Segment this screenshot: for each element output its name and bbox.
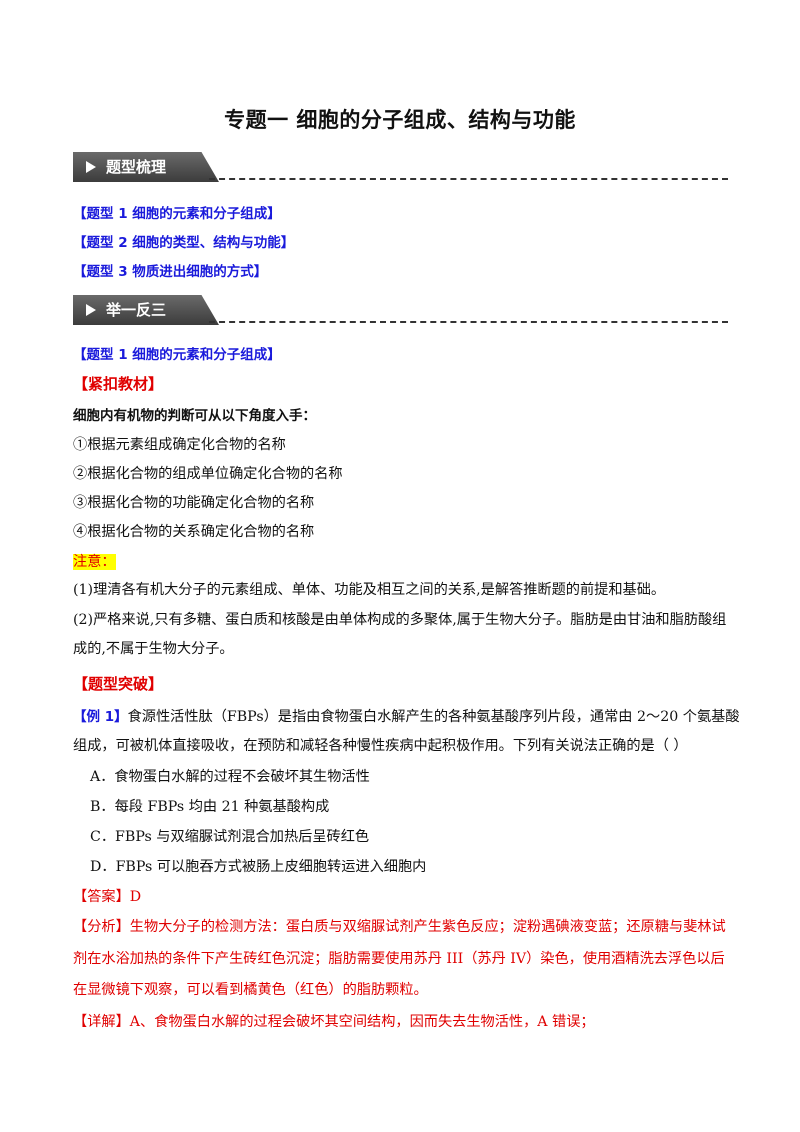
section-header-question-types: 题型梳理 bbox=[73, 152, 728, 182]
option-b: B．每段 FBPs 均由 21 种氨基酸构成 bbox=[90, 799, 330, 815]
example-text: 食源性活性肽（FBPs）是指由食物蛋白水解产生的各种氨基酸序列片段，通常由 2～… bbox=[127, 709, 740, 725]
detail-label: 【详解】 bbox=[73, 1014, 130, 1030]
detail-row: 【详解】A、食物蛋白水解的过程会破坏其空间结构，因而失去生物活性，A 错误； bbox=[73, 1012, 595, 1032]
option-a: A．食物蛋白水解的过程不会破坏其生物活性 bbox=[90, 769, 370, 785]
example-line-1: 【例 1】食源性活性肽（FBPs）是指由食物蛋白水解产生的各种氨基酸序列片段，通… bbox=[73, 707, 740, 727]
point-2: ②根据化合物的组成单位确定化合物的名称 bbox=[73, 466, 343, 482]
note-1: (1)理清各有机大分子的元素组成、单体、功能及相互之间的关系,是解答推断题的前提… bbox=[73, 582, 666, 598]
analysis-line-1: 【分析】生物大分子的检测方法：蛋白质与双缩脲试剂产生紫色反应；淀粉遇碘液变蓝；还… bbox=[73, 917, 726, 937]
part-heading: 【题型 1 细胞的元素和分子组成】 bbox=[73, 347, 281, 363]
toc-item-1[interactable]: 【题型 1 细胞的元素和分子组成】 bbox=[73, 206, 281, 222]
note-2: (2)严格来说,只有多糖、蛋白质和核酸是由单体构成的多聚体,属于生物大分子。脂肪… bbox=[73, 612, 727, 628]
note-label: 注意： bbox=[73, 554, 116, 570]
toc-item-3[interactable]: 【题型 3 物质进出细胞的方式】 bbox=[73, 264, 268, 280]
dash-divider bbox=[209, 178, 728, 180]
detail-text: A、食物蛋白水解的过程会破坏其空间结构，因而失去生物活性，A 错误； bbox=[129, 1014, 595, 1030]
point-4: ④根据化合物的关系确定化合物的名称 bbox=[73, 524, 315, 540]
example-label: 【例 1】 bbox=[73, 709, 128, 725]
section-label: 举一反三 bbox=[106, 301, 167, 319]
breakthrough-label: 【题型突破】 bbox=[73, 675, 164, 693]
section-tab: 题型梳理 bbox=[73, 152, 219, 182]
page-title: 专题一 细胞的分子组成、结构与功能 bbox=[224, 108, 576, 132]
note-label-row: 注意： bbox=[73, 552, 116, 572]
answer-value: D bbox=[129, 889, 142, 905]
example-line-2: 组成，可被机体直接吸收，在预防和减轻各种慢性疾病中起积极作用。下列有关说法正确的… bbox=[73, 738, 688, 754]
analysis-text: 生物大分子的检测方法：蛋白质与双缩脲试剂产生紫色反应；淀粉遇碘液变蓝；还原糖与斐… bbox=[129, 919, 726, 935]
analysis-label: 【分析】 bbox=[73, 919, 130, 935]
option-d: D．FBPs 可以胞吞方式被肠上皮细胞转运进入细胞内 bbox=[90, 859, 427, 875]
play-triangle-icon bbox=[86, 304, 96, 316]
answer-label: 【答案】 bbox=[73, 889, 130, 905]
section-tab: 举一反三 bbox=[73, 295, 219, 325]
play-triangle-icon bbox=[86, 161, 96, 173]
section-header-examples: 举一反三 bbox=[73, 295, 728, 325]
analysis-line-2: 剂在水浴加热的条件下产生砖红色沉淀；脂肪需要使用苏丹 III（苏丹 IV）染色，… bbox=[73, 951, 725, 967]
analysis-line-3: 在显微镜下观察，可以看到橘黄色（红色）的脂肪颗粒。 bbox=[73, 982, 428, 998]
section-label: 题型梳理 bbox=[106, 158, 167, 176]
point-3: ③根据化合物的功能确定化合物的名称 bbox=[73, 495, 315, 511]
toc-item-2[interactable]: 【题型 2 细胞的类型、结构与功能】 bbox=[73, 235, 295, 251]
intro-text: 细胞内有机物的判断可从以下角度入手： bbox=[73, 408, 316, 424]
answer-row: 【答案】D bbox=[73, 887, 141, 907]
point-1: ①根据元素组成确定化合物的名称 bbox=[73, 437, 286, 453]
tight-textbook-label: 【紧扣教材】 bbox=[73, 375, 164, 393]
note-3: 成的,不属于生物大分子。 bbox=[73, 641, 234, 657]
dash-divider bbox=[209, 321, 728, 323]
option-c: C．FBPs 与双缩脲试剂混合加热后呈砖红色 bbox=[90, 829, 370, 845]
